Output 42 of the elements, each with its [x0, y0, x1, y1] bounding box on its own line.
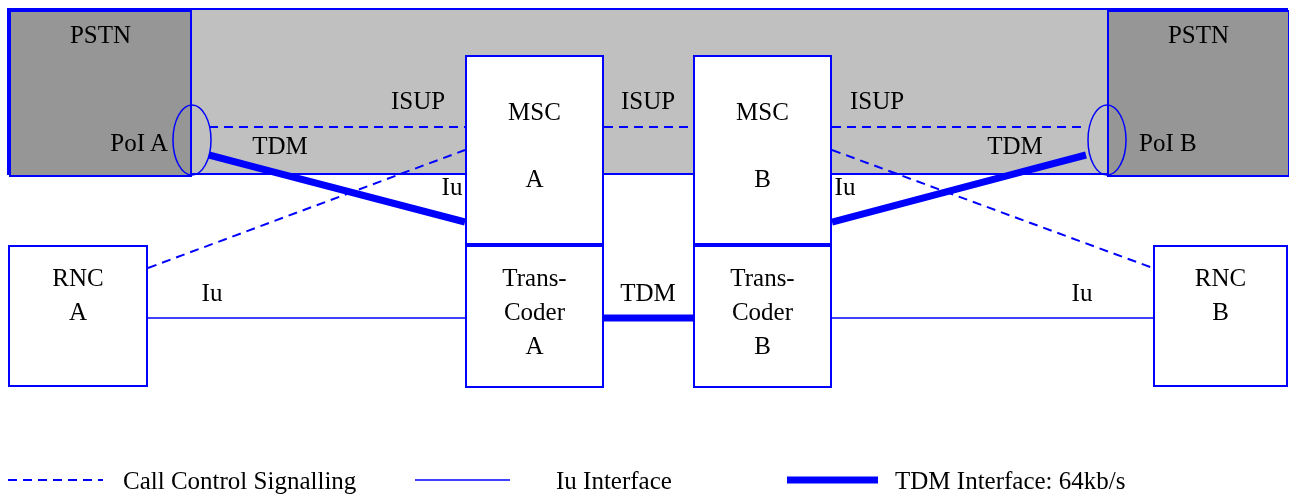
node-label: MSC: [508, 99, 561, 124]
edge-label: TDM: [620, 279, 676, 305]
node-box: [465, 55, 604, 245]
node-label: RNC A: [51, 263, 105, 327]
connector-line: [831, 317, 1154, 319]
connector-line: [208, 126, 466, 128]
edge-label: ISUP: [620, 87, 676, 113]
node-label: A: [525, 166, 544, 191]
network-box: [1107, 10, 1289, 177]
node-label: Trans- Coder A: [501, 263, 568, 361]
connector-line: [208, 151, 466, 226]
legend-label: Call Control Signalling: [123, 467, 357, 493]
node-label: PSTN: [68, 22, 133, 47]
node-box: [1153, 245, 1288, 387]
connector-line: [604, 314, 693, 322]
edge-label: TDM: [252, 132, 308, 158]
connector-line: [147, 317, 466, 319]
edge-label: ISUP: [849, 87, 905, 113]
node-label: RNC B: [1193, 263, 1248, 327]
node-box: [465, 245, 604, 388]
connector-line: [147, 149, 466, 269]
edge-label: Iu: [834, 173, 856, 199]
node-label: PoI B: [1139, 130, 1197, 155]
node-label: B: [754, 166, 771, 191]
edge-label: Iu: [441, 173, 463, 199]
node-box: [8, 245, 148, 387]
node-label: Trans- Coder B: [729, 263, 796, 361]
node-label: MSC: [736, 99, 789, 124]
legend-label: TDM Interface: 64kb/s: [895, 467, 1126, 493]
network-box: [9, 10, 192, 177]
connector-line: [831, 151, 1087, 226]
interconnect-ellipse: [172, 104, 212, 176]
node-box: [693, 245, 832, 388]
edge-label: Iu: [201, 279, 223, 305]
interconnect-ellipse: [1087, 104, 1127, 176]
node-label: PSTN: [1166, 22, 1231, 47]
edge-label: ISUP: [390, 87, 446, 113]
node-box: [693, 55, 832, 245]
edge-label: TDM: [987, 132, 1043, 158]
node-label: PoI A: [110, 130, 168, 155]
legend-label: Iu Interface: [556, 467, 672, 493]
edge-label: Iu: [1071, 279, 1093, 305]
